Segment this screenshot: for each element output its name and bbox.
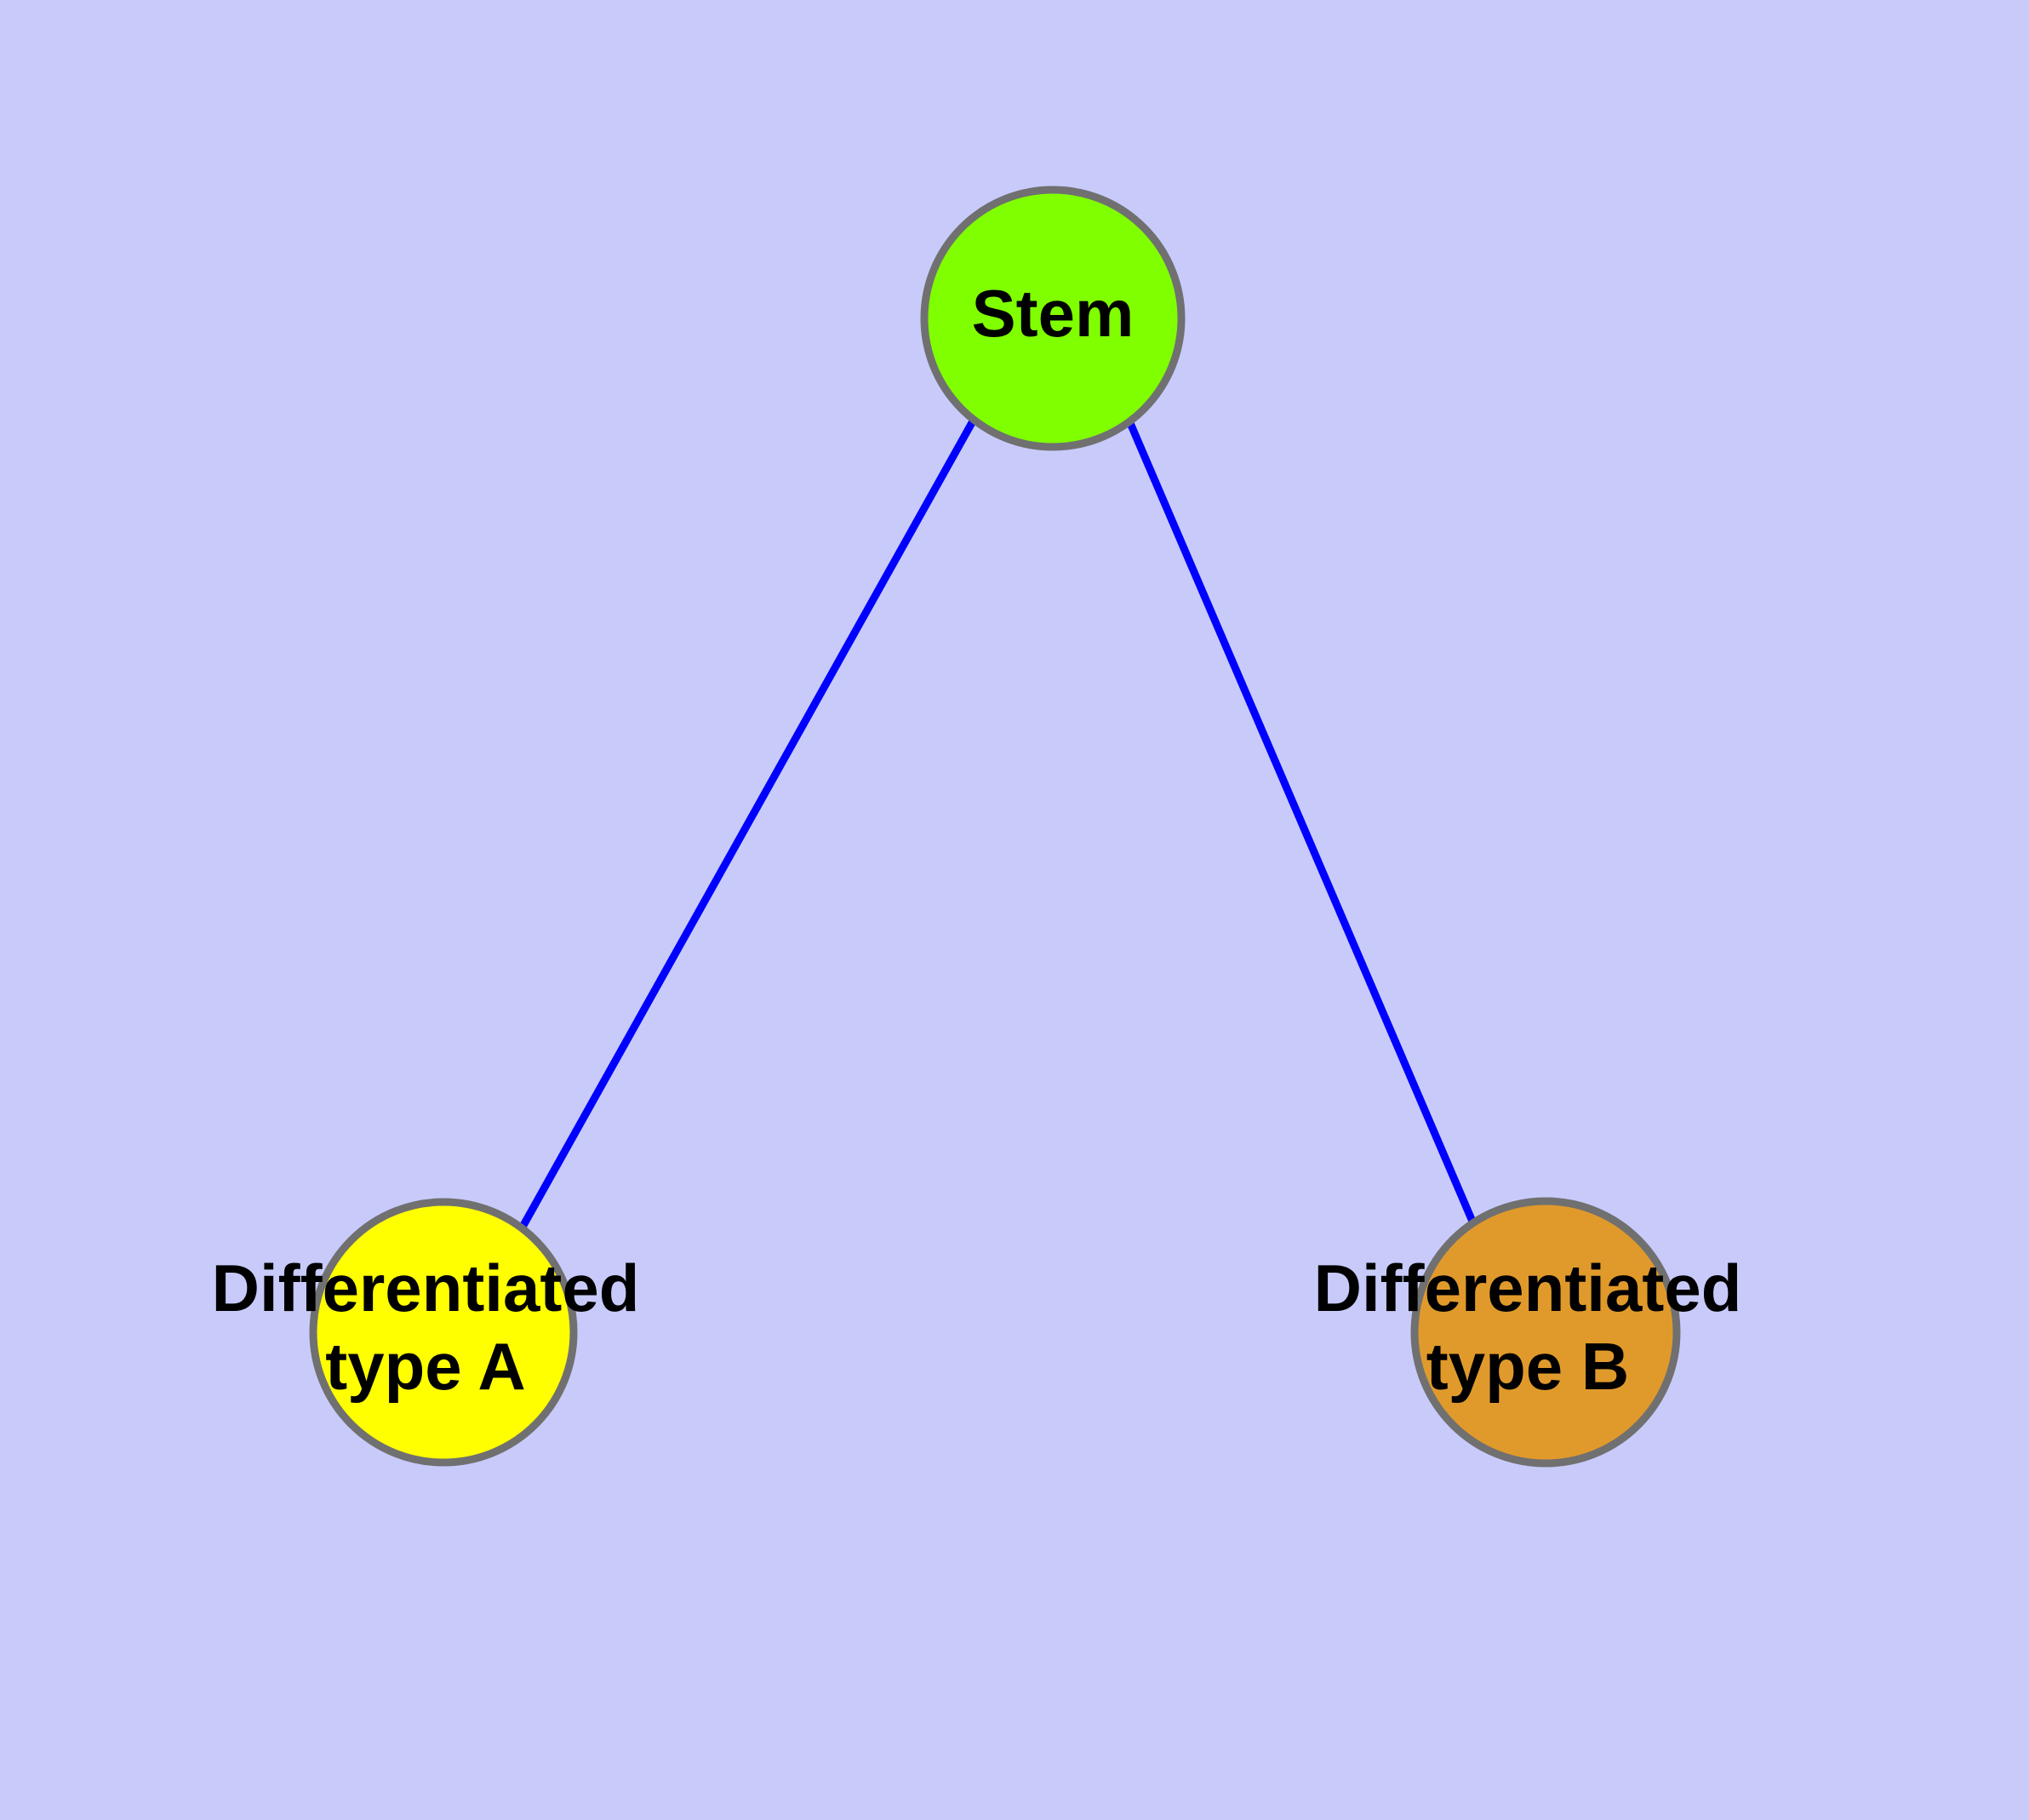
edge-stem-to-differentiated-type-b[interactable]: [1123, 415, 1477, 1225]
node-label-line: Differentiated: [1314, 1251, 1742, 1325]
node-label-line: Stem: [972, 276, 1135, 351]
node-label-line: Differentiated: [212, 1251, 640, 1325]
node-label-line: type B: [1426, 1329, 1629, 1404]
node-layer: [309, 186, 1681, 1468]
node-label-line: type A: [325, 1329, 526, 1404]
node-label-stem: Stem: [972, 276, 1135, 351]
node-circle-stem[interactable]: [920, 186, 1186, 451]
node-differentiated-type-b[interactable]: [1410, 1197, 1681, 1468]
node-differentiated-type-a[interactable]: [309, 1198, 578, 1467]
node-circle-differentiated-type-b[interactable]: [1410, 1197, 1681, 1468]
node-circle-differentiated-type-a[interactable]: [309, 1198, 578, 1467]
node-stem[interactable]: [920, 186, 1186, 451]
edge-stem-to-differentiated-type-a[interactable]: [518, 417, 977, 1231]
edge-layer: [518, 415, 1477, 1231]
